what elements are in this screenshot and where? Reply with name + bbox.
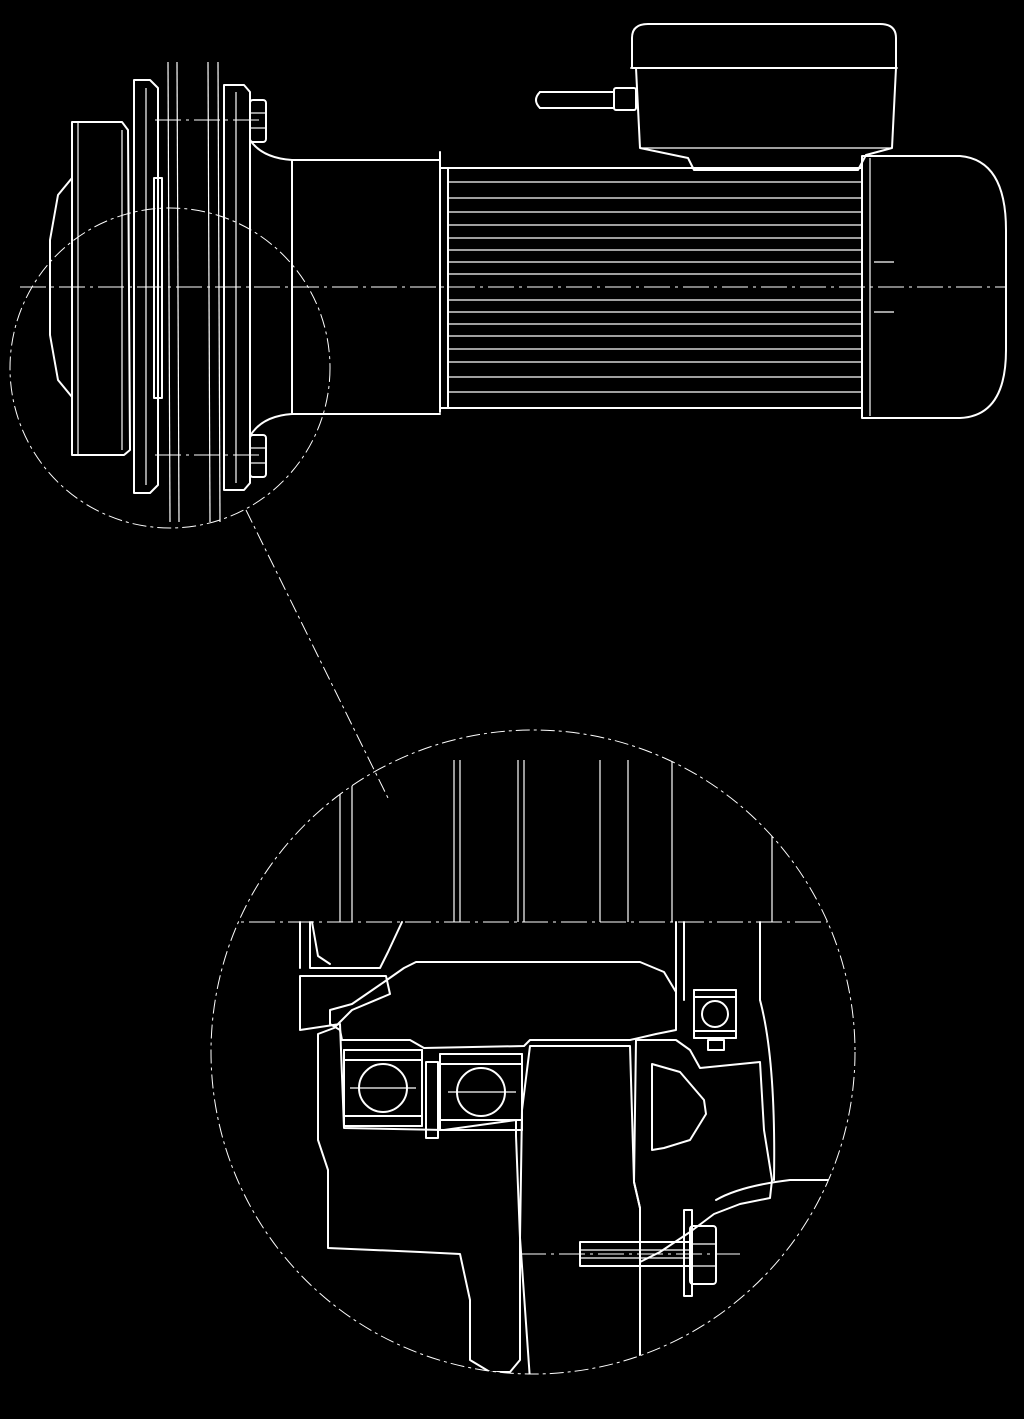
flange-bolt-top [249, 99, 267, 143]
flange-bolt-section [579, 1209, 717, 1297]
detail-circle [210, 729, 856, 1375]
front-flange [133, 79, 163, 494]
fan-cowl [861, 155, 1007, 419]
mounting-plane-line [176, 61, 180, 523]
bearing-spacer [425, 1061, 439, 1139]
detail-leader-line [245, 509, 389, 799]
gear-hub [329, 961, 677, 1049]
rear-flange [223, 84, 251, 491]
terminal-box [630, 23, 898, 171]
cooling-fins [448, 181, 862, 393]
ball-bearing-inner [343, 1049, 423, 1127]
motor-side-view [9, 23, 1007, 529]
detail-section-view [210, 729, 856, 1375]
flange-bolt-bottom [249, 434, 267, 478]
small-ball-bearing [693, 989, 737, 1051]
shaft-seal [651, 1063, 707, 1151]
bearing-housing-right [633, 1039, 773, 1263]
detail-boundary-circle [9, 207, 331, 529]
mounting-plane-line [167, 61, 171, 523]
adapter-housing [249, 139, 441, 437]
bearing-housing-left [299, 975, 521, 1373]
cable-gland [535, 87, 637, 111]
motor-body [439, 167, 863, 409]
output-shaft [519, 1045, 641, 1374]
output-hub [49, 121, 131, 456]
ball-bearing-outer [439, 1053, 523, 1131]
